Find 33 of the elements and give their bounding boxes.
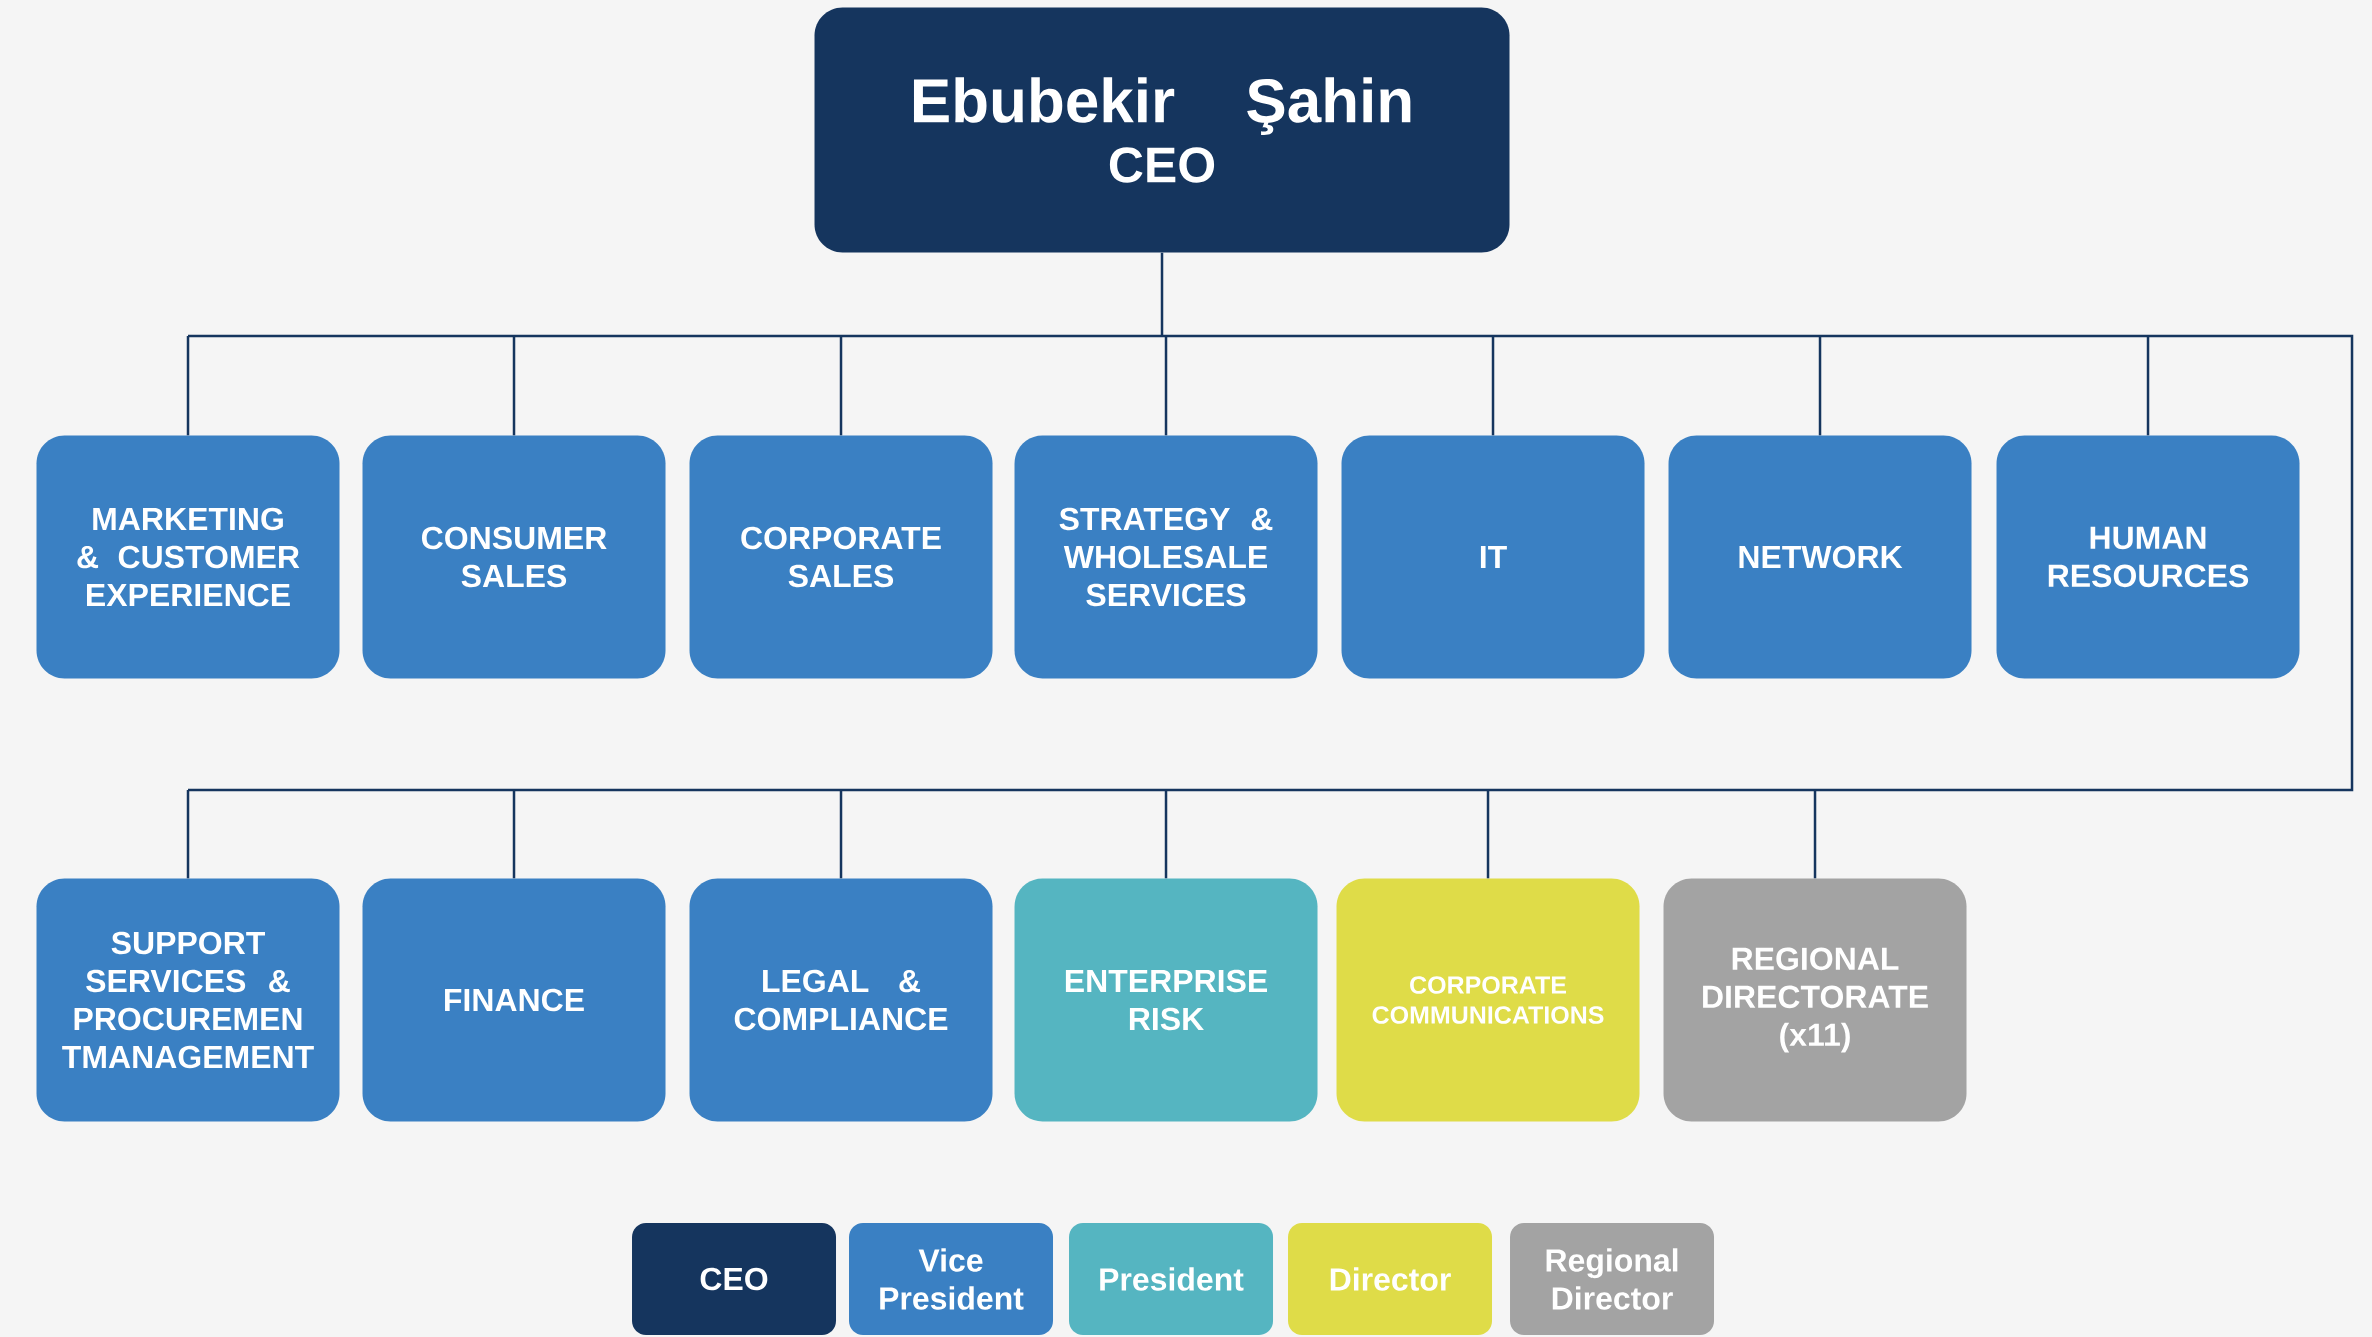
department-box: STRATEGY & WHOLESALE SERVICES <box>1014 435 1318 679</box>
department-box: REGIONAL DIRECTORATE (x11) <box>1663 878 1967 1122</box>
legend-box: CEO <box>632 1223 836 1335</box>
connector-line <box>1486 790 1490 879</box>
connector-line <box>186 336 190 436</box>
connector-line <box>186 790 190 879</box>
connector-line <box>2146 336 2150 436</box>
connector-line <box>839 790 843 879</box>
department-box: CORPORATE COMMUNICATIONS <box>1336 878 1640 1122</box>
connector-line <box>1164 336 1168 436</box>
connector-line <box>1491 336 1495 436</box>
department-box: SUPPORT SERVICES & PROCUREMEN TMANAGEMENT <box>36 878 340 1122</box>
connector-line <box>839 336 843 436</box>
legend-box: President <box>1069 1223 1273 1335</box>
department-box: CONSUMER SALES <box>362 435 666 679</box>
connector-trunk <box>186 251 2354 792</box>
department-box: FINANCE <box>362 878 666 1122</box>
department-box: IT <box>1341 435 1645 679</box>
ceo-box: Ebubekir Şahin CEO <box>814 7 1510 253</box>
department-box: LEGAL & COMPLIANCE <box>689 878 993 1122</box>
legend-box: Regional Director <box>1510 1223 1714 1335</box>
department-box: ENTERPRISE RISK <box>1014 878 1318 1122</box>
department-box: NETWORK <box>1668 435 1972 679</box>
department-box: HUMAN RESOURCES <box>1996 435 2300 679</box>
department-box: MARKETING & CUSTOMER EXPERIENCE <box>36 435 340 679</box>
connector-line <box>1813 790 1817 879</box>
department-box: CORPORATE SALES <box>689 435 993 679</box>
connector-line <box>1818 336 1822 436</box>
connector-line <box>512 336 516 436</box>
connector-line <box>1164 790 1168 879</box>
legend-box: Director <box>1288 1223 1492 1335</box>
connector-line <box>512 790 516 879</box>
legend-box: Vice President <box>849 1223 1053 1335</box>
